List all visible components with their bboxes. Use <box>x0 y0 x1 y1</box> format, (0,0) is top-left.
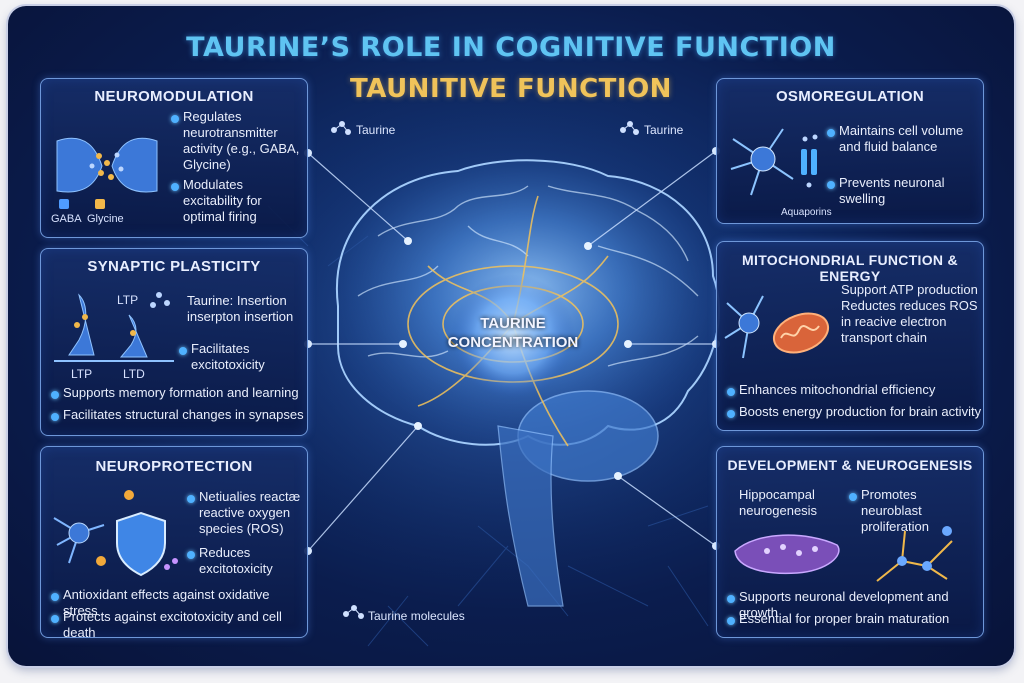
center-label-text: TAURINE CONCENTRATION <box>447 315 579 351</box>
bullet-icon <box>51 413 59 421</box>
ltp-label-bottom: LTP <box>71 367 93 381</box>
synaptic-point-3: Supports memory formation and learning <box>63 385 299 400</box>
taurine-label-left: Taurine <box>356 123 396 137</box>
panel-heading: OSMOREGULATION <box>775 88 925 105</box>
neuromodulation-point-2: Modulates excitability for optimal firin… <box>183 177 262 224</box>
mitochondrial-point-2: Enhances mitochondrial efficiency <box>739 382 936 397</box>
center-label: TAURINE CONCENTRATION <box>438 314 588 352</box>
ltd-label: LTD <box>123 367 145 381</box>
bullet-icon <box>51 391 59 399</box>
bullet-icon <box>187 551 195 559</box>
gaba-label: GABA <box>51 213 82 225</box>
synaptic-point-2: Facilitates excitotoxicity <box>191 341 265 372</box>
panel-synaptic-plasticity: SYNAPTIC PLASTICITY LTP LTP LTD Taurine:… <box>40 248 308 436</box>
page-title: TAURINE’S ROLE IN COGNITIVE FUNCTION <box>186 32 836 63</box>
synapse-icon <box>56 137 158 209</box>
synaptic-point-4: Facilitates structural changes in synaps… <box>63 407 304 422</box>
bullet-icon <box>727 617 735 625</box>
panel-mitochondrial: MITOCHONDRIAL FUNCTION & ENERGY Support … <box>716 241 984 431</box>
hippocampus-neuroblast-icon <box>734 526 953 582</box>
taurine-label-right: Taurine <box>644 123 684 137</box>
bullet-icon <box>727 595 735 603</box>
neuromodulation-point-1: Regulates neurotransmitter activity (e.g… <box>183 109 300 172</box>
brain-illustration <box>213 76 813 647</box>
bullet-icon <box>727 388 735 396</box>
infographic-frame: TAURINE’S ROLE IN COGNITIVE FUNCTION TAU… <box>8 6 1014 666</box>
ltp-label-top: LTP <box>117 293 139 307</box>
bullet-icon <box>171 183 179 191</box>
panel-heading: MITOCHONDRIAL FUNCTION & ENERGY <box>742 252 958 284</box>
glycine-label: Glycine <box>87 213 124 225</box>
bullet-icon <box>187 495 195 503</box>
panel-development: DEVELOPMENT & NEUROGENESIS Hippocampal n… <box>716 446 984 638</box>
bullet-icon <box>727 410 735 418</box>
panel-heading: SYNAPTIC PLASTICITY <box>87 258 261 275</box>
aquaporins-label: Aquaporins <box>781 207 832 218</box>
mitochondrial-point-3: Boosts energy production for brain activ… <box>739 404 982 419</box>
osmoregulation-point-1: Maintains cell volume and fluid balance <box>839 123 964 154</box>
bullet-icon <box>827 129 835 137</box>
hippocampal-label: Hippocampal neurogenesis <box>739 487 818 518</box>
bullet-icon <box>827 181 835 189</box>
neuroprotection-point-1: Netiualies reactæ reactive oxygen specie… <box>199 489 301 536</box>
synapse-ltp-ltd-icon <box>54 292 174 362</box>
mitochondrial-point-1: Support ATP production Reductes reduces … <box>841 282 978 345</box>
panel-neuromodulation: NEUROMODULATION GABA Glycine Regulates n… <box>40 78 308 238</box>
development-point-3: Essential for proper brain maturation <box>739 611 950 626</box>
bullet-icon <box>171 115 179 123</box>
mitochondria-icon <box>724 295 830 359</box>
neuroprotection-point-3: Antioxidant effects against oxidative st… <box>63 587 270 618</box>
panel-neuroprotection: NEUROPROTECTION Netiualies reactæ reacti… <box>40 446 308 640</box>
synaptic-point-1: Taurine: Insertion inserpton insertion <box>187 293 294 324</box>
taurine-molecules-label: Taurine molecules <box>368 609 465 623</box>
neuroprotection-point-2: Reduces excitotoxicity <box>199 545 273 576</box>
panel-heading: NEUROMODULATION <box>94 88 254 105</box>
panel-osmoregulation: OSMOREGULATION Aquaporins Maintains cell… <box>716 78 984 224</box>
neuroprotection-point-4: Protects against excitotoxicity and cell… <box>63 609 282 640</box>
development-point-1: Promotes neuroblast proliferation <box>861 487 929 534</box>
bullet-icon <box>179 347 187 355</box>
neuron-aquaporin-icon <box>730 128 818 196</box>
bullet-icon <box>51 615 59 623</box>
page-subtitle: TAUNITIVE FUNCTION <box>350 74 672 104</box>
development-point-2: Supports neuronal development and growth <box>739 589 949 620</box>
bullet-icon <box>51 593 59 601</box>
osmoregulation-point-2: Prevents neuronal swelling <box>839 175 945 206</box>
panel-heading: NEUROPROTECTION <box>95 458 253 475</box>
bullet-icon <box>849 493 857 501</box>
panel-heading: DEVELOPMENT & NEUROGENESIS <box>727 457 973 473</box>
shield-neuron-icon <box>53 490 178 577</box>
